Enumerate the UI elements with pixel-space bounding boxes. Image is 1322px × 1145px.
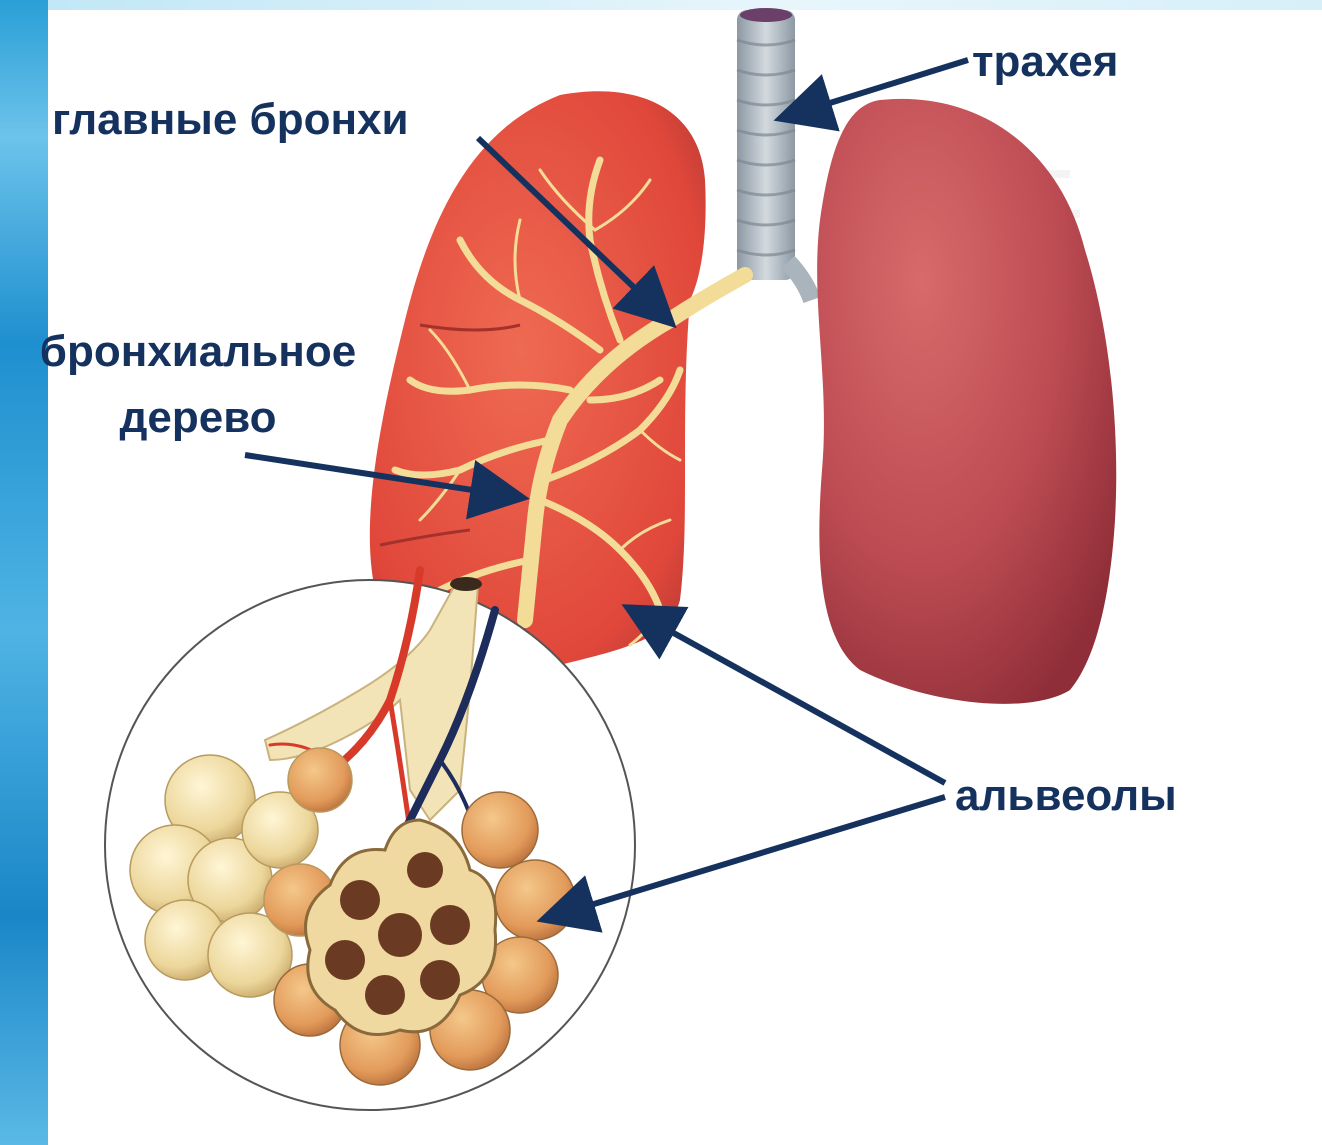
label-bronchial-tree-line2: дерево bbox=[8, 392, 388, 444]
label-main-bronchi: главные бронхи bbox=[52, 94, 409, 146]
label-bronchial-tree-line1: бронхиальное bbox=[8, 326, 388, 378]
label-trachea: трахея bbox=[972, 36, 1118, 88]
label-alveoli: альвеолы bbox=[955, 770, 1177, 822]
trachea bbox=[737, 8, 812, 300]
right-lung bbox=[817, 99, 1116, 704]
